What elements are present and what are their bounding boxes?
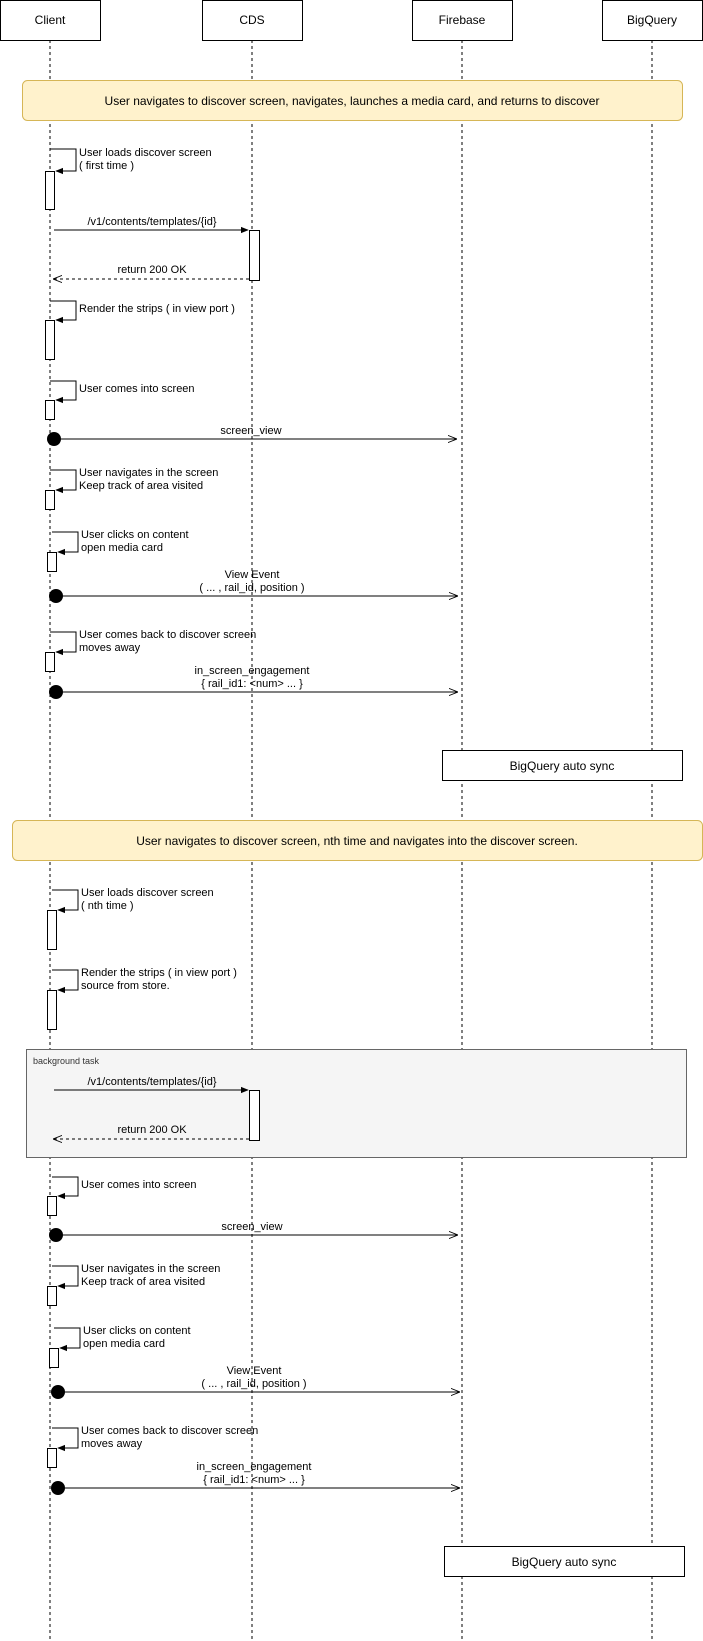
svg-text:in_screen_engagement: in_screen_engagement — [195, 665, 310, 677]
svg-text:Firebase: Firebase — [439, 13, 486, 27]
svg-text:return 200 OK: return 200 OK — [117, 264, 187, 276]
self-message-click-1: User clicks on content open media card — [47, 529, 189, 572]
svg-text:Render the strips ( in view po: Render the strips ( in view port ) — [79, 303, 235, 315]
svg-text:User clicks on content: User clicks on content — [83, 1325, 191, 1337]
section-note-2: User navigates to discover screen, nth t… — [12, 820, 703, 861]
event-view-2: View Event ( ... , rail_id, position ) — [51, 1365, 459, 1399]
svg-text:User comes back to discover sc: User comes back to discover screen — [79, 629, 256, 641]
self-message-back-2: User comes back to discover screen moves… — [47, 1425, 258, 1468]
svg-text:Keep track of area visited: Keep track of area visited — [81, 1276, 205, 1288]
response-ok-2: return 200 OK — [54, 1124, 249, 1139]
section-note-1: User navigates to discover screen, navig… — [22, 80, 683, 121]
svg-text:open media card: open media card — [81, 542, 163, 554]
self-message-comes-1: User comes into screen — [45, 380, 195, 420]
svg-text:background task: background task — [33, 1056, 100, 1066]
bigquery-sync-1[interactable]: BigQuery auto sync — [442, 750, 683, 781]
svg-text:User loads discover screen: User loads discover screen — [79, 147, 212, 159]
svg-text:in_screen_engagement: in_screen_engagement — [197, 1461, 312, 1473]
svg-text:Client: Client — [35, 13, 66, 27]
self-message-load-nth: User loads discover screen ( nth time ) — [47, 887, 214, 950]
participant-bigquery[interactable]: BigQuery — [602, 0, 703, 41]
svg-text:User navigates to discover scr: User navigates to discover screen, navig… — [105, 94, 600, 108]
svg-text:User comes back to discover sc: User comes back to discover screen — [81, 1425, 258, 1437]
svg-text:Render the strips ( in view po: Render the strips ( in view port ) — [81, 967, 237, 979]
svg-text:User comes into screen: User comes into screen — [81, 1179, 197, 1191]
svg-text:BigQuery auto sync: BigQuery auto sync — [510, 759, 615, 773]
self-message-comes-2: User comes into screen — [47, 1176, 197, 1216]
self-message-render-1: Render the strips ( in view port ) — [45, 300, 235, 360]
svg-text:return 200 OK: return 200 OK — [117, 1124, 187, 1136]
svg-text:{ rail_id1: <num> ... }: { rail_id1: <num> ... } — [203, 1474, 305, 1486]
event-screen-view-1: screen_view — [47, 425, 456, 446]
svg-text:Keep track of area visited: Keep track of area visited — [79, 480, 203, 492]
self-message-load-first: User loads discover screen ( first time … — [45, 147, 212, 210]
svg-text:screen_view: screen_view — [220, 425, 281, 437]
svg-text:( ... , rail_id, position ): ( ... , rail_id, position ) — [199, 582, 304, 594]
response-ok-1: return 200 OK — [54, 264, 249, 279]
svg-text:moves away: moves away — [81, 1438, 143, 1450]
bigquery-sync-2[interactable]: BigQuery auto sync — [444, 1546, 685, 1577]
self-message-back-1: User comes back to discover screen moves… — [45, 629, 256, 672]
svg-text:User navigates in the screen: User navigates in the screen — [79, 467, 218, 479]
svg-text:( first time ): ( first time ) — [79, 160, 134, 172]
self-message-render-2: Render the strips ( in view port ) sourc… — [47, 967, 237, 1030]
svg-text:BigQuery: BigQuery — [627, 13, 677, 27]
event-screen-view-2: screen_view — [49, 1221, 457, 1242]
svg-text:/v1/contents/templates/{id}: /v1/contents/templates/{id} — [87, 216, 216, 228]
event-engagement-1: in_screen_engagement { rail_id1: <num> .… — [49, 665, 457, 699]
svg-text:source from store.: source from store. — [81, 980, 170, 992]
participant-client[interactable]: Client — [0, 0, 101, 41]
participant-firebase[interactable]: Firebase — [412, 0, 513, 41]
svg-text:open media card: open media card — [83, 1338, 165, 1350]
svg-text:CDS: CDS — [239, 13, 264, 27]
request-templates-2: /v1/contents/templates/{id} — [54, 1076, 260, 1141]
svg-text:User clicks on content: User clicks on content — [81, 529, 189, 541]
event-view-1: View Event ( ... , rail_id, position ) — [49, 569, 457, 603]
svg-text:{ rail_id1: <num> ... }: { rail_id1: <num> ... } — [201, 678, 303, 690]
self-message-navigates-2: User navigates in the screen Keep track … — [47, 1263, 220, 1306]
svg-text:screen_view: screen_view — [221, 1221, 282, 1233]
svg-text:( nth time ): ( nth time ) — [81, 900, 134, 912]
background-task-group: background task — [26, 1049, 687, 1158]
svg-text:View Event: View Event — [225, 569, 280, 581]
svg-text:User comes into screen: User comes into screen — [79, 383, 195, 395]
participant-cds[interactable]: CDS — [202, 0, 303, 41]
request-templates-1: /v1/contents/templates/{id} — [54, 216, 260, 281]
svg-text:User navigates in the screen: User navigates in the screen — [81, 1263, 220, 1275]
svg-text:View Event: View Event — [227, 1365, 282, 1377]
event-engagement-2: in_screen_engagement { rail_id1: <num> .… — [51, 1461, 459, 1495]
svg-text:( ... , rail_id, position ): ( ... , rail_id, position ) — [201, 1378, 306, 1390]
self-message-click-2: User clicks on content open media card — [49, 1325, 191, 1368]
svg-text:/v1/contents/templates/{id}: /v1/contents/templates/{id} — [87, 1076, 216, 1088]
svg-text:moves away: moves away — [79, 642, 141, 654]
svg-text:User loads discover screen: User loads discover screen — [81, 887, 214, 899]
svg-text:User navigates to discover scr: User navigates to discover screen, nth t… — [136, 834, 578, 848]
self-message-navigates-1: User navigates in the screen Keep track … — [45, 467, 218, 510]
svg-text:BigQuery auto sync: BigQuery auto sync — [512, 1555, 617, 1569]
